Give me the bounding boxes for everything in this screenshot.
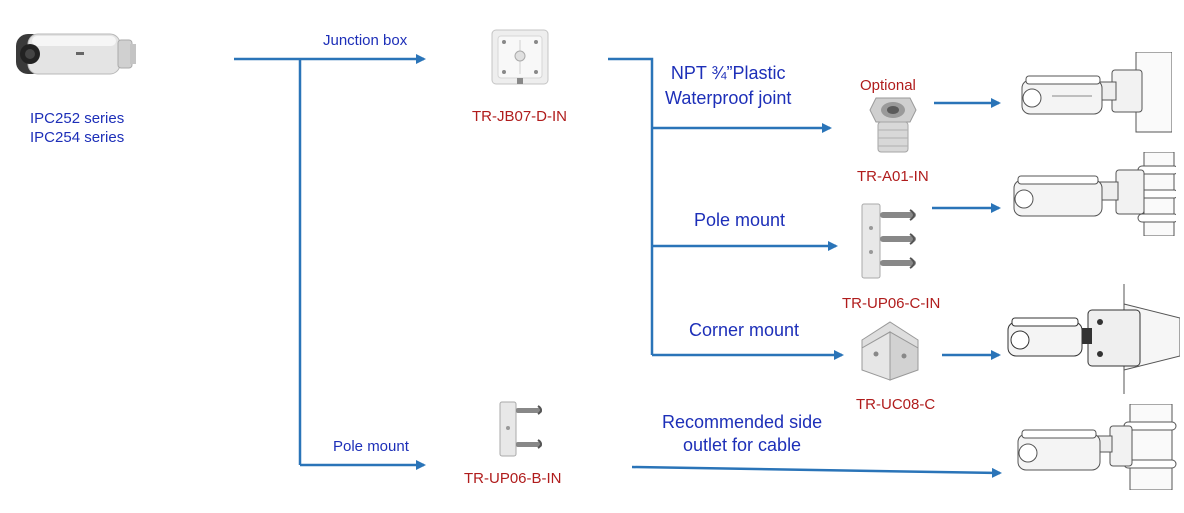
camera-on-corner-image xyxy=(1004,284,1180,394)
cable-outlet-note: Recommended side outlet for cable xyxy=(662,412,822,455)
arrow-to-camera-4 xyxy=(631,465,1002,478)
corner-mount-image xyxy=(858,318,922,388)
pole-mount-c-image xyxy=(858,202,922,280)
camera-on-wall-junction-box-image xyxy=(1012,52,1172,134)
junction-box-image xyxy=(488,24,552,88)
waterproof-joint-label-line1: NPT ¾”Plastic xyxy=(670,63,786,83)
pole-mount-c-label: Pole mount xyxy=(694,210,786,230)
pole-mount-b-model: TR-UP06-B-IN xyxy=(464,470,562,487)
camera-on-pole-side-outlet-image xyxy=(1010,404,1178,490)
junction-box-model: TR-JB07-D-IN xyxy=(472,108,568,125)
optional-label: Optional xyxy=(860,77,916,94)
waterproof-joint-label-line2: Waterproof joint xyxy=(665,87,792,108)
cable-gland-image xyxy=(866,96,920,156)
cable-outlet-note-line2: outlet for cable xyxy=(683,434,802,455)
waterproof-joint-model: TR-A01-IN xyxy=(857,168,929,185)
junction-box-label: Junction box xyxy=(323,32,408,49)
pole-mount-c-model: TR-UP06-C-IN xyxy=(842,295,941,312)
waterproof-joint-label: NPT ¾”Plastic Waterproof joint xyxy=(665,63,791,108)
cable-outlet-note-line1: Recommended side xyxy=(662,412,823,432)
junction-box-out-line xyxy=(608,57,654,355)
pole-mount-b-image xyxy=(496,400,546,458)
camera-on-pole-image xyxy=(1004,152,1176,236)
bullet-camera-image xyxy=(14,30,138,80)
pole-mount-b-label: Pole mount xyxy=(333,438,409,455)
corner-mount-label: Corner mount xyxy=(689,320,800,340)
corner-mount-model: TR-UC08-C xyxy=(856,396,936,413)
series-item: IPC254 series xyxy=(30,129,125,147)
series-item: IPC252 series xyxy=(30,110,125,127)
source-series-list: IPC252 series IPC254 series xyxy=(30,110,124,147)
